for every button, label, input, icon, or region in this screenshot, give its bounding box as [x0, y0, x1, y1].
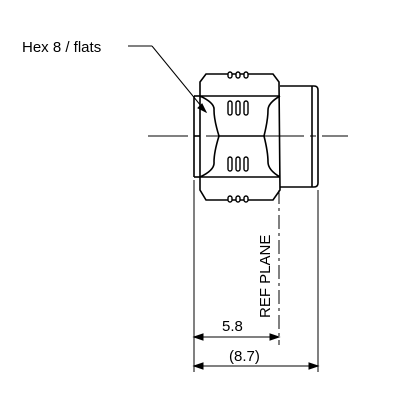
- ref-plane-label: REF PLANE: [257, 235, 274, 318]
- grip-marks: [227, 71, 249, 203]
- dimension-inner: [192, 333, 281, 341]
- dimension-inner-value: 5.8: [222, 318, 243, 335]
- rear-body: [280, 85, 319, 188]
- callout-label: Hex 8 / flats: [22, 39, 101, 56]
- dimension-outer: [192, 362, 320, 370]
- callout-leader: [128, 45, 208, 114]
- dimension-outer-value: (8.7): [229, 348, 260, 365]
- hex-nut: [193, 73, 281, 201]
- extension-lines: [193, 180, 319, 372]
